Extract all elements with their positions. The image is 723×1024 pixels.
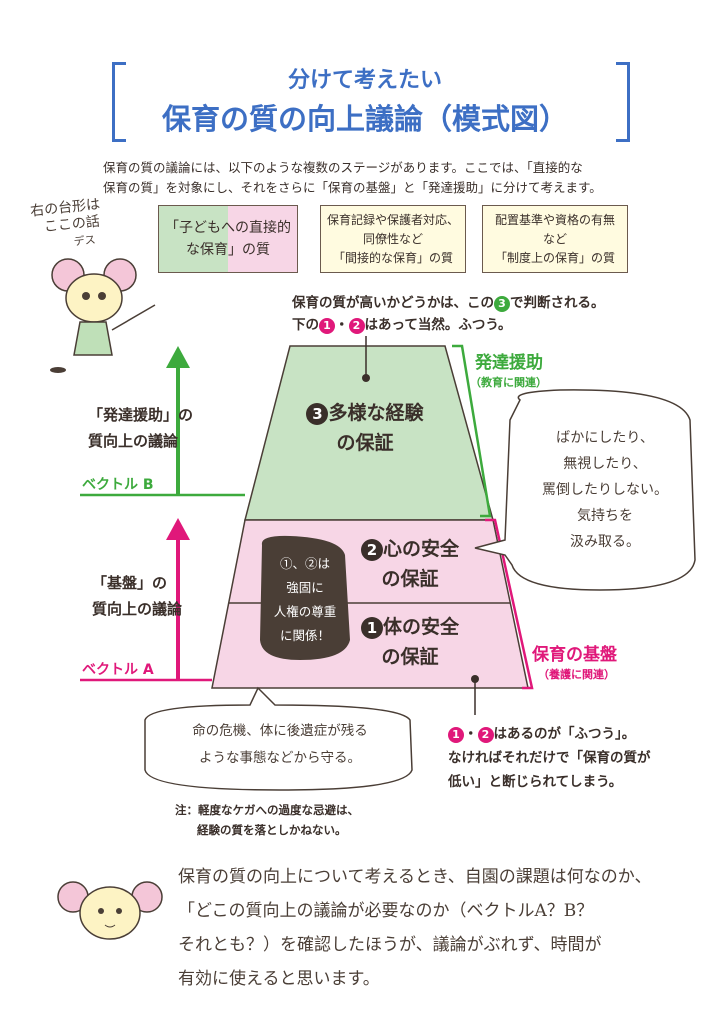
title-bracket-right bbox=[616, 62, 630, 142]
number-2-badge: 2 bbox=[348, 318, 365, 334]
level-label-text: 多様な経験 bbox=[328, 402, 424, 424]
bubble-line: ばかにしたり、 bbox=[556, 430, 654, 446]
bubble-line: 命の危機、体に後遺症が残る bbox=[192, 723, 368, 739]
box-indirect-care-quality: 保育記録や保護者対応、 同僚性など 「間接的な保育」の質 bbox=[320, 205, 466, 273]
title-line1: 分けて考えたい bbox=[287, 68, 442, 93]
level-label-text: 心の安全 bbox=[382, 538, 459, 560]
bubble-bottom-text: 命の危機、体に後遺症が残る ような事態などから守る。 bbox=[150, 718, 410, 772]
separator: ・ bbox=[335, 317, 349, 333]
box-line: な保育」の質 bbox=[186, 242, 270, 258]
box-line: 同僚性など bbox=[362, 231, 423, 246]
box-line: 「子どもへの直接的 bbox=[165, 220, 291, 236]
intro-line1: 保育の質の議論には、以下のような複数のステージがあります。ここでは、「直接的な bbox=[103, 160, 583, 175]
label-line: 「基盤」の bbox=[92, 574, 168, 592]
box-line: 保育記録や保護者対応、 bbox=[326, 212, 459, 227]
footnote: 注：軽度なケガへの過度な忌避は、 経験の質を落としかねない。 bbox=[175, 800, 359, 840]
vector-a-label: ベクトル A bbox=[82, 662, 154, 678]
box-line: 「間接的な保育」の質 bbox=[332, 250, 453, 265]
intro-text: 保育の質の議論には、以下のような複数のステージがあります。ここでは、「直接的な … bbox=[103, 158, 663, 198]
hattatsu-label: 発達援助 bbox=[475, 353, 543, 373]
center-note-line: 人権の尊重 bbox=[273, 604, 337, 619]
box-institutional-care-quality: 配置基準や資格の有無 など 「制度上の保育」の質 bbox=[482, 205, 628, 273]
kiban-sublabel: （養護に関連） bbox=[538, 668, 615, 681]
box-line: など bbox=[542, 231, 567, 246]
bubble-line: 罵倒したりしない。 bbox=[542, 482, 668, 498]
number-3-badge: 3 bbox=[493, 296, 510, 312]
bubble-line: 汲み取る。 bbox=[570, 534, 640, 550]
center-note: ①、②は 強固に 人権の尊重 に関係！ bbox=[262, 552, 348, 648]
intro-line2: 保育の質」を対象にし、それをさらに「保育の基盤」と「発達援助」に分けて考えます。 bbox=[103, 180, 602, 195]
footnote-line: 注：軽度なケガへの過度な忌避は、 bbox=[175, 803, 359, 817]
footnote-line: 経験の質を落としかねない。 bbox=[197, 823, 347, 837]
level-label-text: 体の安全 bbox=[382, 616, 459, 638]
bubble-line: ような事態などから守る。 bbox=[199, 750, 361, 766]
sheep-face-illustration bbox=[57, 881, 163, 940]
box-line: 「制度上の保育」の質 bbox=[494, 250, 615, 265]
hattatsu-sublabel: （教育に関連） bbox=[470, 376, 547, 389]
hattatsu-bracket bbox=[452, 344, 492, 518]
note-text: なければそれだけで「保育の質が bbox=[448, 750, 651, 766]
kiban-label: 保育の基盤 bbox=[532, 645, 617, 665]
number-1-badge: 1 bbox=[360, 617, 383, 639]
center-note-line: 強固に bbox=[286, 580, 324, 595]
top-note-text: で判断される。 bbox=[509, 295, 605, 311]
box-direct-care-quality: 「子どもへの直接的 な保育」の質 bbox=[158, 205, 298, 273]
vector-a-description: 「基盤」の 質向上の議論 bbox=[92, 570, 182, 622]
speech-bubble-right bbox=[474, 389, 696, 591]
vector-b-label: ベクトル B bbox=[82, 477, 154, 493]
sheep-mascot-illustration bbox=[50, 258, 156, 373]
label-line: 質向上の議論 bbox=[88, 432, 179, 450]
level-label-text: の保証 bbox=[336, 432, 394, 454]
closing-line: それとも？）を確認したほうが、議論がぶれず、時間が bbox=[178, 935, 602, 955]
center-note-line: ①、②は bbox=[279, 556, 330, 571]
note-text: はあるのが「ふつう」。 bbox=[493, 726, 636, 742]
number-1-badge: 1 bbox=[448, 727, 464, 743]
vector-b-description: 「発達援助」の 質向上の議論 bbox=[88, 402, 193, 454]
top-note-text: 下の bbox=[292, 317, 319, 333]
closing-line: 保育の質の向上について考えるとき、自園の課題は何なのか、 bbox=[178, 867, 652, 887]
page-title: 保育の質の向上議論（模式図） bbox=[161, 102, 568, 136]
number-2-badge: 2 bbox=[477, 727, 494, 743]
closing-note: 保育の質の向上について考えるとき、自園の課題は何なのか、 「どこの質向上の議論が… bbox=[178, 860, 708, 996]
speech-bubble-bottom bbox=[144, 686, 413, 791]
center-note-blob bbox=[260, 535, 350, 660]
number-2-badge: 2 bbox=[360, 539, 383, 561]
label-line: 質向上の議論 bbox=[92, 600, 183, 618]
separator: ・ bbox=[464, 726, 478, 742]
kiban-bracket bbox=[485, 518, 534, 690]
level-label-text: の保証 bbox=[381, 568, 439, 590]
title-bracket-left bbox=[112, 62, 126, 142]
box-line: 配置基準や資格の有無 bbox=[494, 212, 615, 227]
closing-line: 有効に使えると思います。 bbox=[178, 969, 380, 989]
bubble-right-text: ばかにしたり、 無視したり、 罵倒したりしない。 気持ちを 汲み取る。 bbox=[520, 425, 690, 555]
top-note-text: 保育の質が高いかどうかは、この bbox=[292, 295, 494, 311]
level-label-text: の保証 bbox=[381, 646, 439, 668]
note-text: 低い」と断じられてしまう。 bbox=[448, 774, 623, 790]
closing-line: 「どこの質向上の議論が必要なのか（ベクトルA？B？ bbox=[178, 901, 594, 921]
label-line: 「発達援助」の bbox=[88, 406, 194, 424]
center-note-line: に関係！ bbox=[279, 628, 330, 643]
bubble-line: 無視したり、 bbox=[563, 456, 647, 472]
number-3-badge: 3 bbox=[306, 403, 329, 425]
top-note-text: はあって当然。ふつう。 bbox=[364, 317, 512, 333]
bubble-line: 気持ちを bbox=[577, 508, 633, 524]
number-1-badge: 1 bbox=[319, 318, 335, 334]
